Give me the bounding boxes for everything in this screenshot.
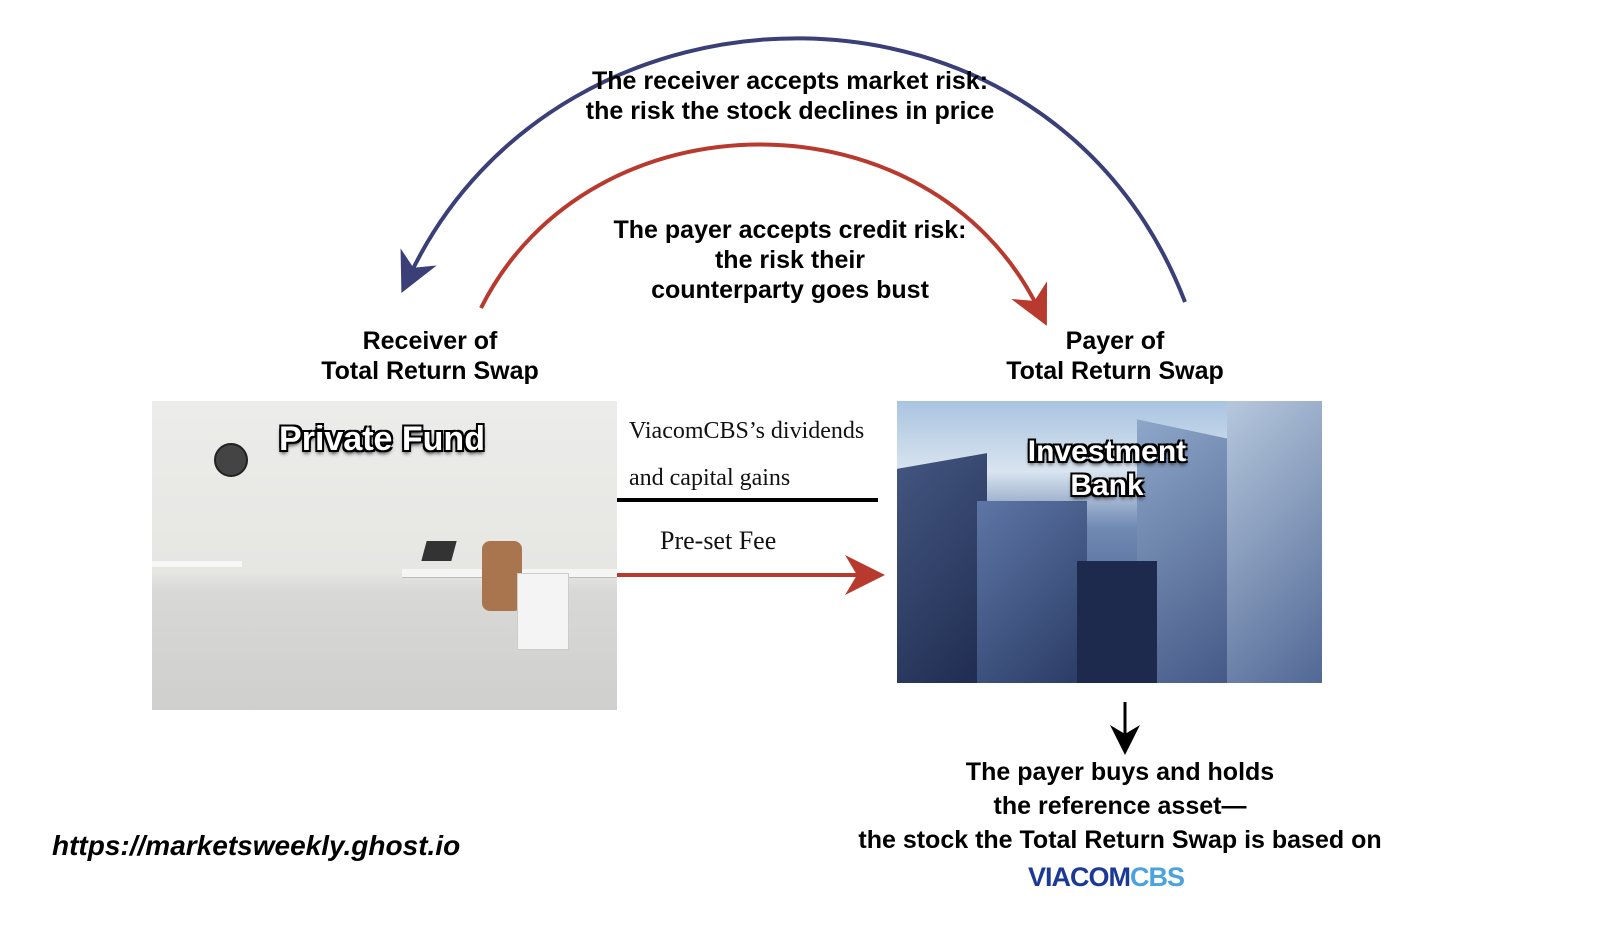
skyscraper <box>977 501 1087 683</box>
source-url[interactable]: https://marketsweekly.ghost.io <box>52 830 461 861</box>
market-risk-arc-arrow <box>400 36 1187 303</box>
market-risk-line1: The receiver accepts market risk: <box>591 67 989 95</box>
viacomcbs-logo: VIACOMCBS <box>1028 862 1185 893</box>
payer-heading: Payer of Total Return Swap <box>945 326 1285 386</box>
market-risk-label: The receiver accepts market risk: the ri… <box>540 66 1040 126</box>
clock-icon <box>214 443 248 477</box>
payer-line1: Payer of <box>1065 327 1165 355</box>
investment-bank-line1: Investment <box>1027 435 1187 468</box>
credit-risk-label: The payer accepts credit risk: the risk … <box>560 215 1020 305</box>
reference-asset-line3: the stock the Total Return Swap is based… <box>858 826 1382 854</box>
reference-asset-label: The payer buys and holds the reference a… <box>780 755 1460 857</box>
investment-bank-label: Investment Bank <box>1012 435 1202 503</box>
investment-bank-photo: Investment Bank <box>897 401 1322 683</box>
skyscraper <box>897 453 987 683</box>
market-risk-line2: the risk the stock declines in price <box>585 97 995 125</box>
drawer-cabinet <box>517 573 569 650</box>
receiver-heading: Receiver of Total Return Swap <box>260 326 600 386</box>
credit-risk-line3: counterparty goes bust <box>651 276 929 304</box>
credit-risk-arc-arrow <box>479 142 1048 326</box>
receiver-line2: Total Return Swap <box>321 357 539 385</box>
side-table <box>152 561 242 567</box>
skyscraper <box>1077 561 1157 683</box>
logo-part1: VIACOM <box>1028 862 1131 892</box>
skyscraper <box>1227 401 1322 683</box>
investment-bank-line2: Bank <box>1070 469 1144 502</box>
reference-asset-line1: The payer buys and holds <box>965 758 1275 786</box>
dividends-line1: ViacomCBS’s dividends <box>629 418 865 444</box>
credit-risk-line2: the risk their <box>714 246 866 274</box>
reference-asset-line2: the reference asset— <box>993 792 1247 820</box>
fee-label: Pre-set Fee <box>660 526 777 555</box>
private-fund-label: Private Fund <box>279 420 485 458</box>
office-chair <box>482 541 522 611</box>
dividends-label: ViacomCBS’s dividends and capital gains <box>629 408 864 502</box>
dividends-line2: and capital gains <box>629 465 791 491</box>
receiver-line1: Receiver of <box>362 327 498 355</box>
credit-risk-line1: The payer accepts credit risk: <box>613 216 967 244</box>
laptop <box>421 541 457 561</box>
logo-part2: CBS <box>1130 862 1185 892</box>
private-fund-photo: Private Fund <box>152 401 617 710</box>
payer-line2: Total Return Swap <box>1006 357 1224 385</box>
